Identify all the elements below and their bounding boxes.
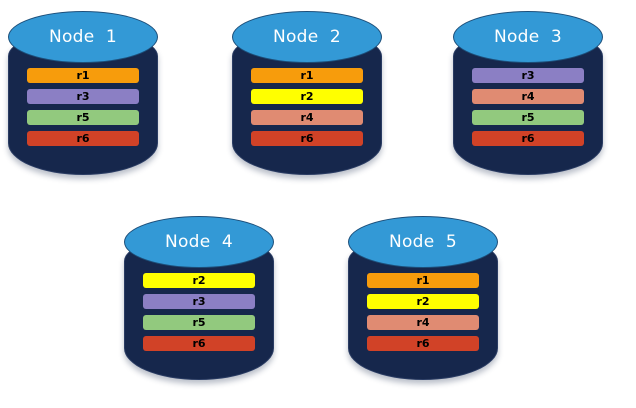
- replica-bar-r2[interactable]: r2: [143, 273, 255, 288]
- replica-bar-r6[interactable]: r6: [367, 336, 479, 351]
- replica-list: r1 r2 r4 r6: [251, 68, 363, 146]
- database-node-3[interactable]: Node 3 r3 r4 r5 r6: [453, 8, 603, 188]
- replica-bar-r6[interactable]: r6: [472, 131, 584, 146]
- database-node-5[interactable]: Node 5 r1 r2 r4 r6: [348, 213, 498, 393]
- replica-bar-r3[interactable]: r3: [27, 89, 139, 104]
- replica-bar-r4[interactable]: r4: [251, 110, 363, 125]
- replica-bar-r5[interactable]: r5: [27, 110, 139, 125]
- replica-bar-r6[interactable]: r6: [27, 131, 139, 146]
- node-label: Node 4: [164, 232, 234, 252]
- node-label: Node 3: [493, 27, 563, 47]
- node-label: Node 5: [388, 232, 458, 252]
- replica-bar-r6[interactable]: r6: [143, 336, 255, 351]
- replica-list: r1 r3 r5 r6: [27, 68, 139, 146]
- replica-list: r3 r4 r5 r6: [472, 68, 584, 146]
- replica-bar-r5[interactable]: r5: [472, 110, 584, 125]
- cylinder-top-ellipse: [348, 216, 498, 268]
- node-label: Node 2: [272, 27, 342, 47]
- cylinder-top-ellipse: [453, 11, 603, 63]
- replica-list: r2 r3 r5 r6: [143, 273, 255, 351]
- node-label: Node 1: [48, 27, 118, 47]
- cylinder-top-ellipse: [232, 11, 382, 63]
- replica-bar-r5[interactable]: r5: [143, 315, 255, 330]
- replica-bar-r1[interactable]: r1: [27, 68, 139, 83]
- replica-bar-r1[interactable]: r1: [251, 68, 363, 83]
- replica-bar-r6[interactable]: r6: [251, 131, 363, 146]
- replica-bar-r3[interactable]: r3: [143, 294, 255, 309]
- replica-bar-r3[interactable]: r3: [472, 68, 584, 83]
- replica-bar-r2[interactable]: r2: [367, 294, 479, 309]
- replica-bar-r4[interactable]: r4: [367, 315, 479, 330]
- replica-bar-r1[interactable]: r1: [367, 273, 479, 288]
- cylinder-top-ellipse: [8, 11, 158, 63]
- replica-list: r1 r2 r4 r6: [367, 273, 479, 351]
- database-node-1[interactable]: Node 1 r1 r3 r5 r6: [8, 8, 158, 188]
- replica-bar-r4[interactable]: r4: [472, 89, 584, 104]
- replica-bar-r2[interactable]: r2: [251, 89, 363, 104]
- cylinder-top-ellipse: [124, 216, 274, 268]
- database-node-2[interactable]: Node 2 r1 r2 r4 r6: [232, 8, 382, 188]
- database-node-4[interactable]: Node 4 r2 r3 r5 r6: [124, 213, 274, 393]
